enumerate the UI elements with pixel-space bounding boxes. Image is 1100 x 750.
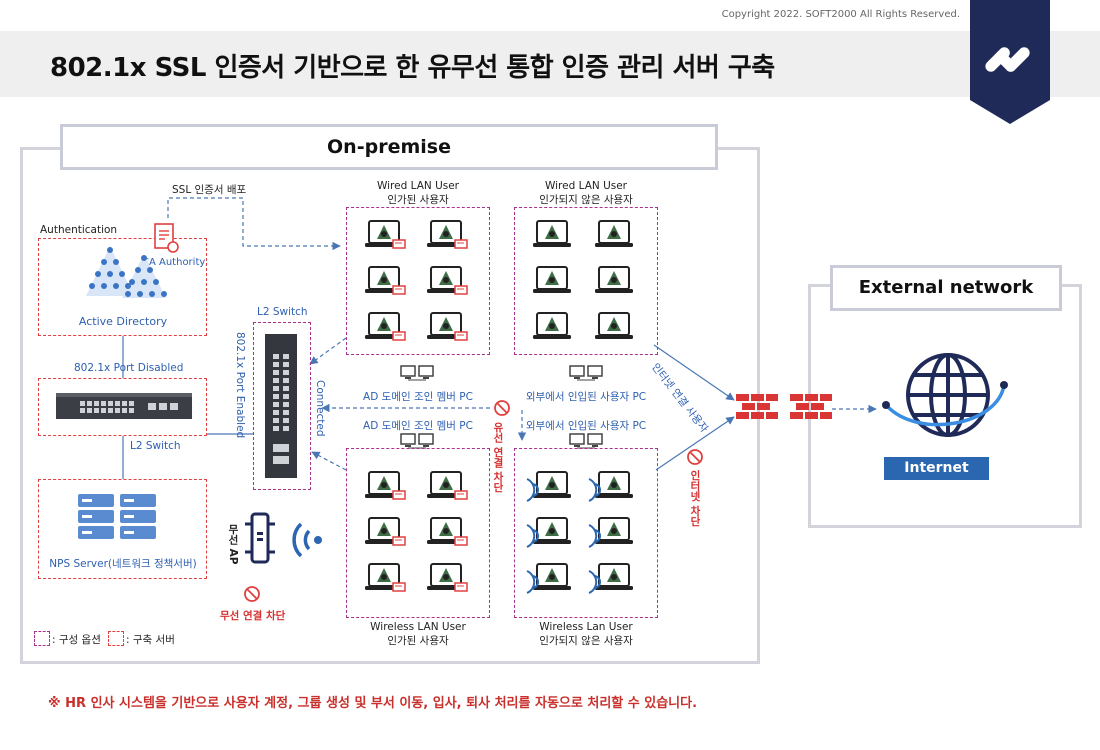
ad-pc-top-label: AD 도메인 조인 멤버 PC <box>363 391 473 403</box>
footnote: ※ HR 인사 시스템을 기반으로 사용자 계정, 그룹 생성 및 부서 이동,… <box>48 696 698 711</box>
wireless-auth-title: Wireless LAN User <box>370 621 466 633</box>
ad-pc-bottom-label: AD 도메인 조인 멤버 PC <box>363 420 473 432</box>
copyright-text: Copyright 2022. SOFT2000 All Rights Rese… <box>721 9 960 20</box>
internet-globe-icon <box>882 353 1008 437</box>
l2-switch-zone <box>38 378 207 436</box>
firewall-right-icon <box>790 394 832 419</box>
l2-switch-top-label: L2 Switch <box>257 306 308 318</box>
wireless-ap-label: 무선 AP <box>227 524 239 565</box>
wired-unauth-zone <box>514 207 658 355</box>
wireless-auth-zone <box>346 448 490 618</box>
on-premise-label: On-premise <box>327 136 451 158</box>
wired-unauth-subtitle: 인가되지 않은 사용자 <box>539 194 633 206</box>
authentication-label: Authentication <box>40 224 118 236</box>
port-enabled-label: 802.1x Port Enabled <box>234 332 246 439</box>
wireless-unauth-laptops <box>514 471 656 604</box>
l2-switch-vertical-zone <box>253 322 311 490</box>
authentication-zone <box>38 238 207 336</box>
wifi-signal-icon <box>292 522 322 558</box>
external-network-title-box: External network <box>830 265 1062 311</box>
legend-server-swatch <box>108 631 124 646</box>
legend-option-swatch <box>34 631 50 646</box>
ad-pc-top-icon <box>400 365 434 381</box>
internet-label: Internet <box>884 457 989 480</box>
connected-label: Connected <box>314 380 326 437</box>
wireless-block-label: 무선 연결 차단 <box>220 610 286 622</box>
l2-switch-bottom-label: L2 Switch <box>130 440 181 452</box>
wireless-ap-icon <box>245 512 275 564</box>
ca-authority-label: CA Authority <box>142 257 206 268</box>
nps-server-label: NPS Server(네트워크 정책서버) <box>49 558 197 570</box>
wired-auth-subtitle: 인가된 사용자 <box>387 194 449 206</box>
wired-auth-laptops <box>364 220 468 341</box>
port-disabled-label: 802.1x Port Disabled <box>74 362 184 374</box>
wired-auth-zone <box>346 207 490 355</box>
internet-block-label: 인터넷 차단 <box>689 470 701 527</box>
on-premise-title-box: On-premise <box>60 124 718 170</box>
active-directory-icon <box>86 246 167 298</box>
title-bar <box>0 31 1100 97</box>
page-title: 802.1x SSL 인증서 기반으로 한 유무선 통합 인증 관리 서버 구축 <box>50 53 775 83</box>
l2-switch-vertical-icon <box>265 334 297 478</box>
wired-auth-title: Wired LAN User <box>376 180 460 192</box>
external-network-label: External network <box>858 277 1034 298</box>
wireless-unauth-subtitle: 인가되지 않은 사용자 <box>539 635 633 647</box>
legend-server-label: : 구축 서버 <box>126 634 175 646</box>
wireless-unauth-title: Wireless Lan User <box>539 621 633 633</box>
nps-server-zone <box>38 479 207 579</box>
soft2000-logo-icon <box>970 0 1050 124</box>
wired-unauth-title: Wired LAN User <box>544 180 628 192</box>
ssl-deploy-label: SSL 인증서 배포 <box>172 184 247 196</box>
external-pc-top-icon <box>569 365 603 381</box>
wireless-auth-laptops <box>364 471 468 592</box>
external-pc-bottom-label: 외부에서 인입된 사용자 PC <box>525 420 647 432</box>
wired-block-label: 유선 연결 차단 <box>492 422 504 493</box>
wired-unauth-laptops <box>532 220 634 340</box>
wireless-unauth-zone <box>514 448 658 618</box>
wireless-auth-subtitle: 인가된 사용자 <box>387 635 449 647</box>
l2-switch-horizontal-icon <box>56 393 192 419</box>
firewall-left-icon <box>736 394 778 419</box>
nps-server-icon <box>78 494 156 539</box>
external-pc-top-label: 외부에서 인입된 사용자 PC <box>525 391 647 403</box>
active-directory-label: Active Directory <box>78 315 168 328</box>
certificate-icon <box>154 223 179 253</box>
legend-option-label: : 구성 옵션 <box>52 634 101 646</box>
